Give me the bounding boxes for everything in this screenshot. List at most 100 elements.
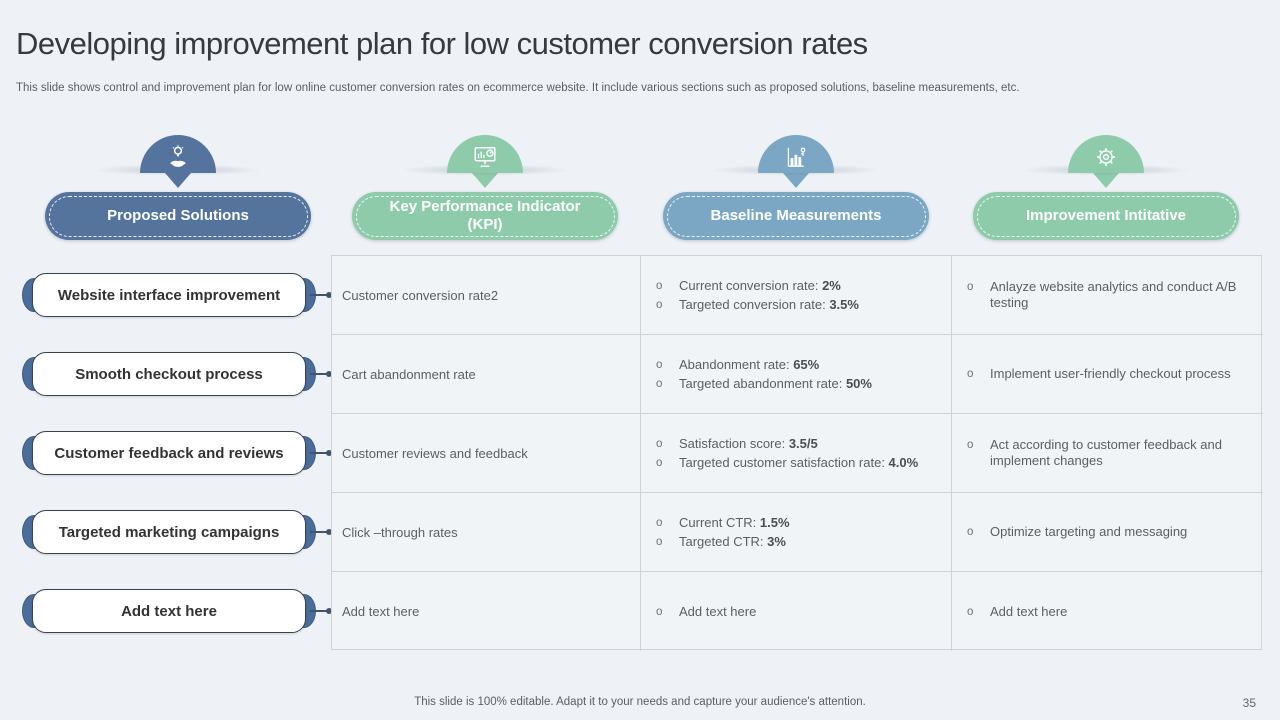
circle-bullet-icon: o (967, 368, 974, 380)
header-kpi: Key Performance Indicator (KPI) (352, 130, 618, 245)
kpi-text: Customer reviews and feedback (342, 445, 528, 461)
connector-dot (326, 529, 332, 535)
baseline-line-text: Abandonment rate: 65% (679, 357, 939, 373)
badge-kpi[interactable]: Key Performance Indicator (KPI) (352, 192, 618, 240)
pin-tail (783, 173, 809, 188)
connector-line (310, 610, 328, 612)
baseline-line-text: Targeted conversion rate: 3.5% (679, 297, 939, 313)
kpi-text: Cart abandonment rate (342, 366, 476, 382)
baseline-value: 1.5% (759, 514, 790, 530)
baseline-line-text: Targeted abandonment rate: 50% (679, 376, 939, 392)
solution-button-smooth-checkout[interactable]: Smooth checkout process (32, 352, 306, 396)
header-improvement-initiative: Improvement Intitative (973, 130, 1239, 245)
baseline-line-text: Current CTR: 1.5% (679, 515, 939, 531)
connector-line (310, 452, 328, 454)
baseline-line: o Targeted abandonment rate: 50% (653, 376, 939, 392)
pin-shape (397, 135, 573, 188)
pin-dome (447, 135, 523, 173)
solution-row: Smooth checkout process (20, 352, 332, 396)
header-baseline-measurements: Baseline Measurements (663, 130, 929, 245)
circle-bullet-icon: o (656, 298, 663, 311)
baseline-value: 4.0% (888, 454, 919, 470)
improvement-cell: o Optimize targeting and messaging (952, 493, 1263, 572)
solution-button-targeted-marketing[interactable]: Targeted marketing campaigns (32, 510, 306, 554)
pin-tail (165, 173, 191, 188)
connector-dot (326, 292, 332, 298)
circle-bullet-icon: o (656, 605, 663, 618)
kpi-cell: Cart abandonment rate (332, 335, 641, 414)
page-title: Developing improvement plan for low cust… (16, 26, 868, 61)
page-number: 35 (1242, 696, 1256, 710)
baseline-line-text: Targeted customer satisfaction rate: 4.0… (679, 455, 939, 471)
circle-bullet-icon: o (967, 605, 974, 618)
baseline-line-text: Current conversion rate: 2% (679, 278, 939, 294)
slide-subtitle: This slide shows control and improvement… (16, 82, 1020, 94)
improvement-text: Optimize targeting and messaging (990, 524, 1188, 539)
improvement-line: o Anlayze website analytics and conduct A… (964, 279, 1251, 311)
pin-tail (472, 173, 498, 188)
connector-line (310, 373, 328, 375)
improvement-text: Act according to customer feedback and i… (990, 437, 1222, 468)
circle-bullet-icon: o (656, 516, 663, 529)
baseline-label: Current CTR: (679, 514, 760, 530)
solution-button-add-text[interactable]: Add text here (32, 589, 306, 633)
baseline-value: 65% (793, 356, 820, 372)
baseline-value: 50% (845, 375, 872, 391)
improvement-text: Add text here (990, 603, 1068, 619)
improvement-cell: o Add text here (952, 572, 1263, 651)
badge-baseline-measurements[interactable]: Baseline Measurements (663, 192, 929, 240)
baseline-label: Satisfaction score: (679, 435, 789, 451)
kpi-cell: Click –through rates (332, 493, 641, 572)
kpi-cell: Customer reviews and feedback (332, 414, 641, 493)
circle-bullet-icon: o (967, 526, 974, 538)
header-proposed-solutions: Proposed Solutions (45, 130, 311, 245)
circle-bullet-icon: o (967, 281, 974, 293)
baseline-value: 3% (767, 533, 786, 549)
solution-row: Customer feedback and reviews (20, 431, 332, 475)
circle-bullet-icon: o (656, 377, 663, 390)
improvement-line: o Optimize targeting and messaging (964, 524, 1187, 540)
baseline-label: Add text here (679, 603, 757, 619)
pin-dome (1068, 135, 1144, 173)
pin-shape (708, 135, 884, 188)
baseline-line-text: Satisfaction score: 3.5/5 (679, 436, 939, 452)
badge-label: Improvement Intitative (976, 195, 1236, 237)
improvement-text: Anlayze website analytics and conduct A/… (990, 279, 1237, 310)
baseline-line: o Current CTR: 1.5% (653, 515, 939, 531)
badge-label: Key Performance Indicator (KPI) (355, 195, 615, 237)
kpi-text: Add text here (342, 604, 420, 619)
baseline-label: Targeted CTR: (679, 533, 768, 549)
pin-tail (1093, 173, 1119, 188)
improvement-line: o Add text here (964, 604, 1067, 620)
pin-shape (90, 135, 266, 188)
kpi-cell: Add text here (332, 572, 641, 651)
kpi-text: Click –through rates (342, 524, 458, 540)
footer-note: This slide is 100% editable. Adapt it to… (414, 696, 866, 708)
baseline-line: o Add text here (653, 604, 939, 620)
circle-bullet-icon: o (656, 456, 663, 469)
baseline-value: 2% (822, 277, 841, 293)
badge-improvement-initiative[interactable]: Improvement Intitative (973, 192, 1239, 240)
circle-bullet-icon: o (656, 535, 663, 548)
badge-proposed-solutions[interactable]: Proposed Solutions (45, 192, 311, 240)
solution-button-website-interface[interactable]: Website interface improvement (32, 273, 306, 317)
monitor-chart-icon (474, 147, 496, 167)
baseline-value: 3.5% (829, 296, 859, 312)
connector-dot (326, 371, 332, 377)
solution-button-customer-feedback[interactable]: Customer feedback and reviews (32, 431, 306, 475)
bar-chart-icon (787, 147, 806, 167)
badge-label: Proposed Solutions (48, 195, 308, 237)
